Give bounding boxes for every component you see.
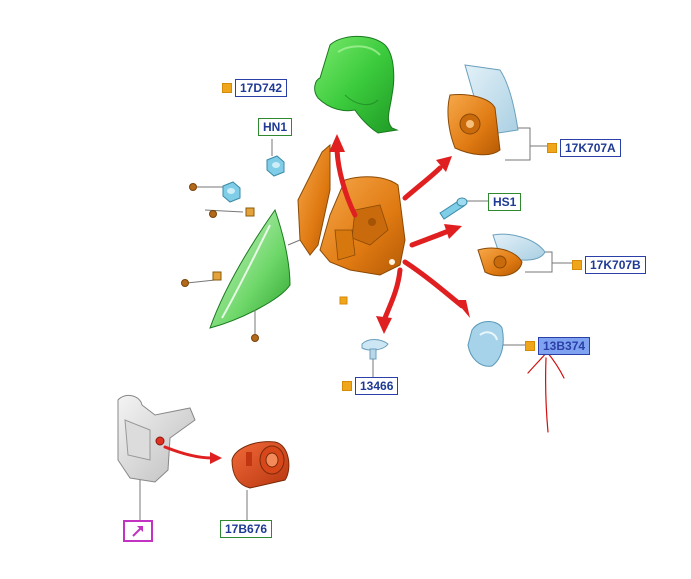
handdrawn-pointer bbox=[527, 351, 565, 433]
part-bullet bbox=[572, 260, 582, 270]
callout-17D742: 17D742 bbox=[222, 79, 288, 97]
connector-part bbox=[361, 339, 389, 383]
bracket-lines-a bbox=[505, 127, 547, 161]
callout-17K707A: 17K707A bbox=[547, 139, 621, 157]
mirror-motor-part bbox=[231, 441, 290, 520]
screw-set bbox=[181, 183, 301, 342]
part-bullet bbox=[222, 83, 232, 93]
callout-17K707B: 17K707B bbox=[572, 256, 646, 274]
bracket-lines-b bbox=[525, 251, 572, 273]
callout-13466: 13466 bbox=[342, 377, 399, 395]
sail-trim-part bbox=[209, 208, 291, 329]
mount-bracket-part bbox=[117, 394, 196, 520]
part-label-13466[interactable]: 13466 bbox=[355, 377, 399, 395]
clip-parts bbox=[212, 207, 255, 281]
arrow-link-icon bbox=[132, 526, 143, 537]
mirror-cover-part bbox=[314, 35, 399, 134]
link-box[interactable] bbox=[123, 520, 153, 542]
part-bullet bbox=[525, 341, 535, 351]
part-label-13B374[interactable]: 13B374 bbox=[538, 337, 591, 355]
callout-HS1: HS1 bbox=[488, 193, 522, 211]
turn-signal-lens-part bbox=[467, 321, 525, 367]
callout-13B374: 13B374 bbox=[525, 337, 591, 355]
housing-marker bbox=[339, 296, 348, 305]
arrow-heads bbox=[210, 134, 470, 464]
part-bullet bbox=[342, 381, 352, 391]
part-label-17B676[interactable]: 17B676 bbox=[220, 520, 273, 538]
mirror-glass-lower-part bbox=[477, 233, 546, 277]
mirror-housing-part bbox=[297, 143, 406, 276]
part-label-HS1[interactable]: HS1 bbox=[488, 193, 522, 211]
part-label-17K707B[interactable]: 17K707B bbox=[585, 256, 646, 274]
screw-hs1-part bbox=[439, 197, 488, 220]
callout-17B676: 17B676 bbox=[220, 520, 273, 538]
part-label-17K707A[interactable]: 17K707A bbox=[560, 139, 621, 157]
part-label-HN1[interactable]: HN1 bbox=[258, 118, 293, 136]
hex-nut-part bbox=[222, 139, 285, 203]
callout-HN1: HN1 bbox=[258, 118, 293, 136]
mirror-glass-upper-part bbox=[447, 64, 519, 156]
part-label-17D742[interactable]: 17D742 bbox=[235, 79, 288, 97]
part-bullet bbox=[547, 143, 557, 153]
explode-arrows bbox=[163, 147, 465, 460]
